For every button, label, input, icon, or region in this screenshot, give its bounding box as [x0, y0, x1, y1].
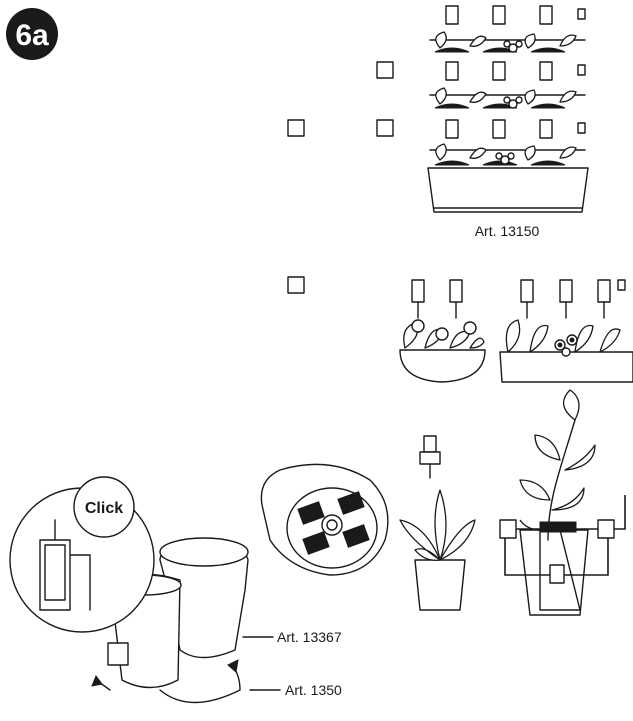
- lower-plants: [399, 389, 626, 616]
- tee-connector: [376, 61, 394, 79]
- solar-panel: [260, 463, 389, 576]
- tee-connector: [287, 119, 305, 137]
- label-planter-article: Art. 13150: [475, 223, 540, 239]
- click-label: Click: [85, 500, 123, 517]
- step-badge-label: 6a: [15, 19, 49, 52]
- tee-connector: [287, 276, 305, 294]
- flower-pots: [399, 279, 633, 383]
- dripper-row: [445, 5, 553, 139]
- click-detail: Click: [9, 476, 155, 633]
- pipe-network: [148, 8, 626, 530]
- label-pump-article: Art. 13367: [277, 629, 342, 645]
- step-badge: 6a: [6, 8, 58, 60]
- tee-connector: [376, 119, 394, 137]
- vertical-planter: Art. 13150: [427, 5, 589, 239]
- label-hose-article: Art. 1350: [285, 682, 342, 698]
